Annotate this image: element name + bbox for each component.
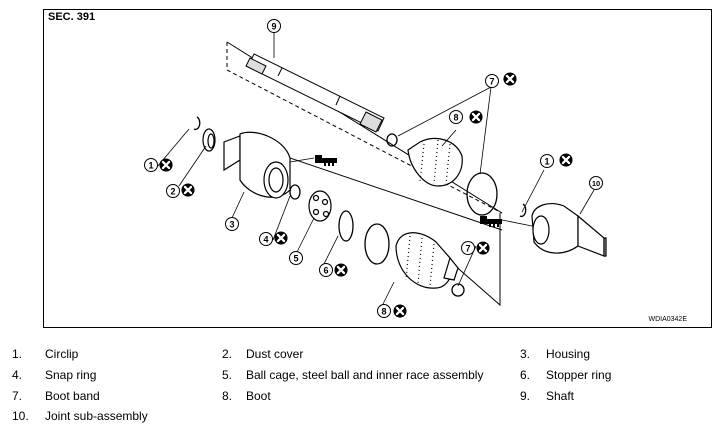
dust-cover — [202, 128, 216, 152]
leader-lines — [156, 32, 595, 307]
legend-label: Shaft — [546, 389, 575, 403]
housing — [223, 131, 291, 199]
snap-ring — [289, 184, 301, 200]
do-not-reuse-icon — [476, 241, 490, 255]
callout-8: 8 — [453, 113, 458, 123]
legend-number: 5. — [222, 368, 233, 382]
callout-5: 5 — [293, 254, 298, 264]
do-not-reuse-icon — [274, 231, 288, 245]
callout-4: 4 — [263, 235, 268, 245]
joint-sub-assembly — [531, 203, 607, 257]
do-not-reuse-icon — [159, 158, 173, 172]
boot-band-small-lower — [451, 283, 465, 297]
legend-number: 9. — [520, 389, 531, 403]
tightening-torque-icon — [315, 155, 337, 166]
legend-label: Ball cage, steel ball and inner race ass… — [246, 368, 484, 382]
section-label: SEC. 391 — [48, 11, 96, 23]
boot-band-upper — [466, 172, 498, 216]
do-not-reuse-icon — [393, 304, 407, 318]
legend-label: Stopper ring — [546, 368, 612, 382]
boot-band-lower — [364, 223, 390, 265]
callout-1: 1 — [544, 157, 549, 167]
callout-10: 10 — [592, 179, 600, 188]
legend-number: 3. — [520, 347, 531, 361]
legend-label: Snap ring — [45, 368, 97, 382]
legend-label: Dust cover — [246, 347, 304, 361]
legend-number: 7. — [12, 389, 23, 403]
legend-label: Joint sub-assembly — [45, 409, 148, 423]
legend-label: Boot band — [45, 389, 100, 403]
legend-number: 1. — [12, 347, 23, 361]
callout-8: 8 — [381, 307, 386, 317]
do-not-reuse-icon — [503, 72, 517, 86]
legend-number: 10. — [12, 409, 29, 423]
legend-label: Housing — [546, 347, 591, 361]
legend-number: 8. — [222, 389, 233, 403]
exploded-view-figure: SEC. 391 — [43, 9, 712, 328]
stopper-ring — [338, 210, 354, 242]
boot-upper — [407, 137, 463, 187]
drive-shaft-exploded-diagram: 9 7 8 1 1 10 2 3 4 5 6 7 8 — [144, 19, 607, 318]
callout-6: 6 — [323, 266, 328, 276]
callouts: 9 7 8 1 1 10 2 3 4 5 6 7 8 — [144, 19, 603, 318]
boot-band-small-upper — [386, 133, 398, 147]
callout-1: 1 — [148, 161, 153, 171]
circlip-right — [519, 203, 527, 218]
do-not-reuse-icon — [469, 110, 483, 124]
callout-2: 2 — [170, 187, 175, 197]
shaft — [245, 53, 385, 133]
do-not-reuse-icon — [181, 183, 195, 197]
legend-number: 4. — [12, 368, 23, 382]
figure-code: WDIA0342E — [648, 316, 687, 323]
legend-number: 2. — [222, 347, 233, 361]
circlip-left — [193, 116, 201, 131]
callout-9: 9 — [271, 22, 276, 32]
legend-label: Circlip — [45, 347, 79, 361]
legend-number: 6. — [520, 368, 531, 382]
legend-label: Boot — [246, 389, 271, 403]
tightening-torque-icon — [480, 216, 502, 227]
ball-cage — [308, 190, 332, 222]
do-not-reuse-icon — [334, 263, 348, 277]
boot-lower — [395, 232, 459, 289]
callout-7: 7 — [465, 244, 470, 254]
callout-3: 3 — [229, 220, 234, 230]
do-not-reuse-icon — [559, 153, 573, 167]
callout-7: 7 — [489, 77, 494, 87]
